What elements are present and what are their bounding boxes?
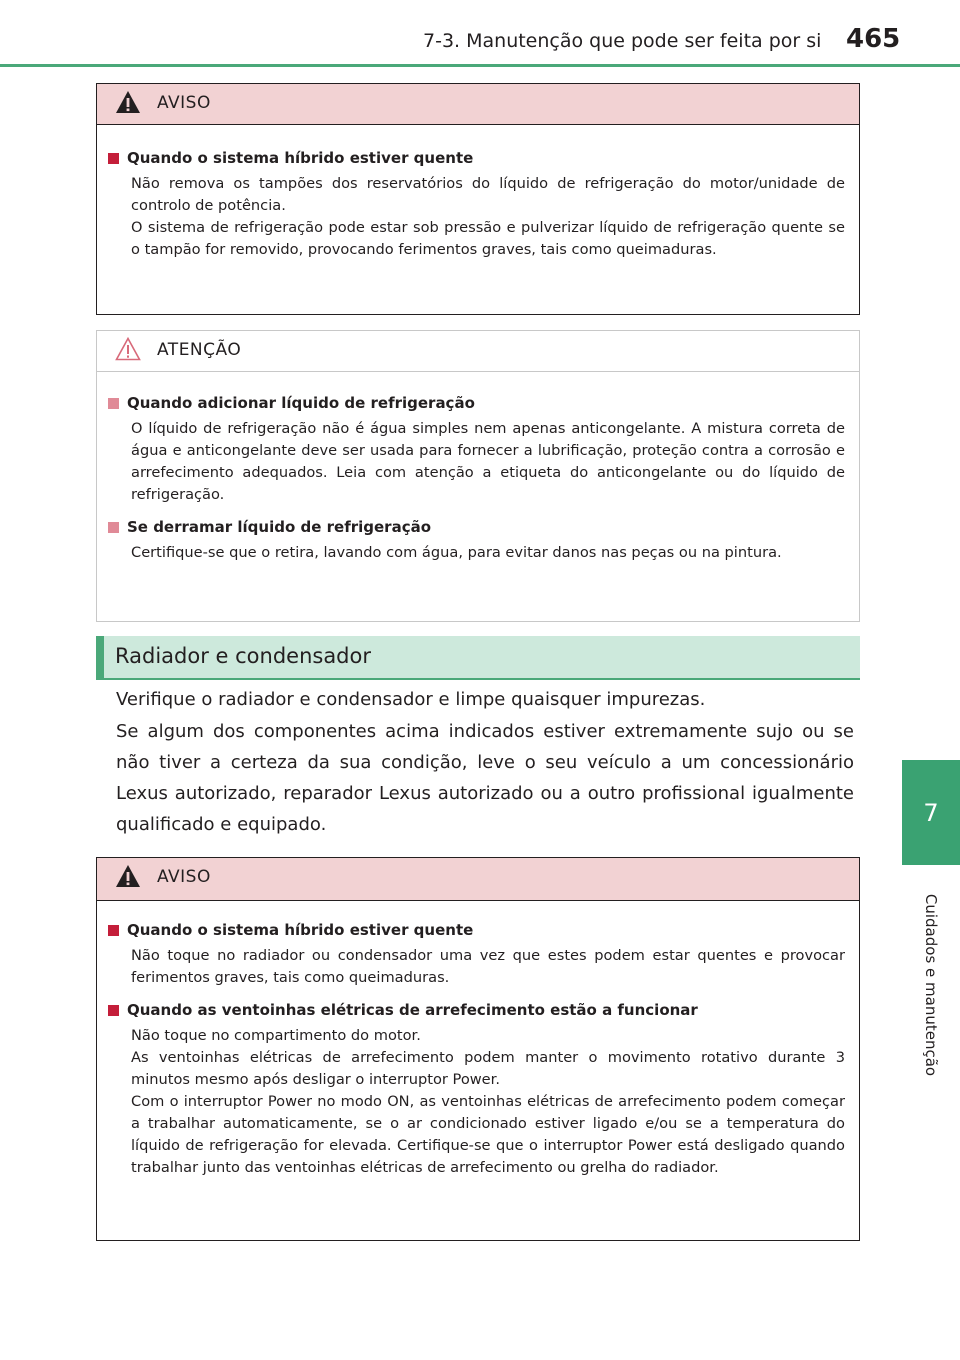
warning-header: AVISO: [97, 84, 859, 125]
page-number: 465: [846, 24, 901, 54]
warning-body: Quando o sistema híbrido estiver quente …: [97, 125, 859, 287]
warning-item-title: Quando o sistema híbrido estiver quente: [105, 147, 845, 169]
warning-body: Quando o sistema híbrido estiver quente …: [97, 901, 859, 1205]
paragraph: Não toque no compartimento do motor.: [131, 1027, 421, 1044]
header-rule: [0, 64, 960, 67]
item-title-text: Quando as ventoinhas elétricas de arrefe…: [127, 1001, 698, 1019]
warning-icon: [116, 91, 140, 113]
caution-body: Quando adicionar líquido de refrigeração…: [97, 372, 859, 590]
paragraph: O sistema de refrigeração pode estar sob…: [131, 219, 845, 258]
caution-item: Se derramar líquido de refrigeração Cert…: [105, 516, 845, 564]
bullet-square-icon: [108, 522, 119, 533]
paragraph: O líquido de refrigeração não é água sim…: [131, 420, 845, 503]
section-accent-bar: [96, 636, 104, 680]
chapter-side-label: Cuidados e manutenção: [922, 893, 940, 1077]
item-title-text: Quando o sistema híbrido estiver quente: [127, 149, 474, 167]
item-title-text: Quando adicionar líquido de refrigeração: [127, 394, 475, 412]
bullet-square-icon: [108, 398, 119, 409]
caution-item-title: Se derramar líquido de refrigeração: [105, 516, 845, 538]
chapter-tab: 7: [902, 760, 960, 865]
page-header: 7-3. Manutenção que pode ser feita por s…: [0, 0, 960, 68]
warning-item-title: Quando o sistema híbrido estiver quente: [105, 919, 845, 941]
warning-item: Quando o sistema híbrido estiver quente …: [105, 147, 845, 261]
caution-header: ATENÇÃO: [97, 331, 859, 372]
warning-icon: [116, 865, 140, 887]
item-title-text: Se derramar líquido de refrigeração: [127, 518, 432, 536]
warning-label: AVISO: [157, 867, 211, 887]
warning-item-text: Não toque no compartimento do motor. As …: [105, 1025, 845, 1179]
warning-header: AVISO: [97, 858, 859, 901]
paragraph: Com o interruptor Power no modo ON, as v…: [131, 1093, 845, 1176]
warning-item-text: Não remova os tampões dos reservatórios …: [105, 173, 845, 261]
caution-item-text: Certifique-se que o retira, lavando com …: [105, 542, 845, 564]
chapter-title: 7-3. Manutenção que pode ser feita por s…: [423, 30, 822, 52]
paragraph: As ventoinhas elétricas de arrefecimento…: [131, 1049, 845, 1088]
warning-box-radiator: AVISO Quando o sistema híbrido estiver q…: [96, 857, 860, 1241]
item-title-text: Quando o sistema híbrido estiver quente: [127, 921, 474, 939]
paragraph: Certifique-se que o retira, lavando com …: [131, 544, 782, 561]
bullet-square-icon: [108, 925, 119, 936]
warning-item-text: Não toque no radiador ou condensador uma…: [105, 945, 845, 989]
warning-item: Quando as ventoinhas elétricas de arrefe…: [105, 999, 845, 1179]
chapter-number: 7: [923, 798, 939, 827]
paragraph: Não remova os tampões dos reservatórios …: [131, 175, 845, 214]
body-paragraph: Verifique o radiador e condensador e lim…: [116, 689, 706, 710]
bullet-square-icon: [108, 153, 119, 164]
caution-box-coolant: ATENÇÃO Quando adicionar líquido de refr…: [96, 330, 860, 622]
caution-item-text: O líquido de refrigeração não é água sim…: [105, 418, 845, 506]
bullet-square-icon: [108, 1005, 119, 1016]
warning-item: Quando o sistema híbrido estiver quente …: [105, 919, 845, 989]
caution-icon: [115, 337, 141, 361]
body-paragraph: Se algum dos componentes acima indicados…: [116, 721, 854, 835]
paragraph: Não toque no radiador ou condensador uma…: [131, 947, 845, 986]
warning-box-hybrid-hot: AVISO Quando o sistema híbrido estiver q…: [96, 83, 860, 315]
warning-item-title: Quando as ventoinhas elétricas de arrefe…: [105, 999, 845, 1021]
section-title: Radiador e condensador: [115, 644, 371, 668]
caution-label: ATENÇÃO: [157, 340, 242, 360]
section-heading: Radiador e condensador: [96, 636, 860, 680]
warning-label: AVISO: [157, 93, 211, 113]
caution-item: Quando adicionar líquido de refrigeração…: [105, 392, 845, 506]
caution-item-title: Quando adicionar líquido de refrigeração: [105, 392, 845, 414]
